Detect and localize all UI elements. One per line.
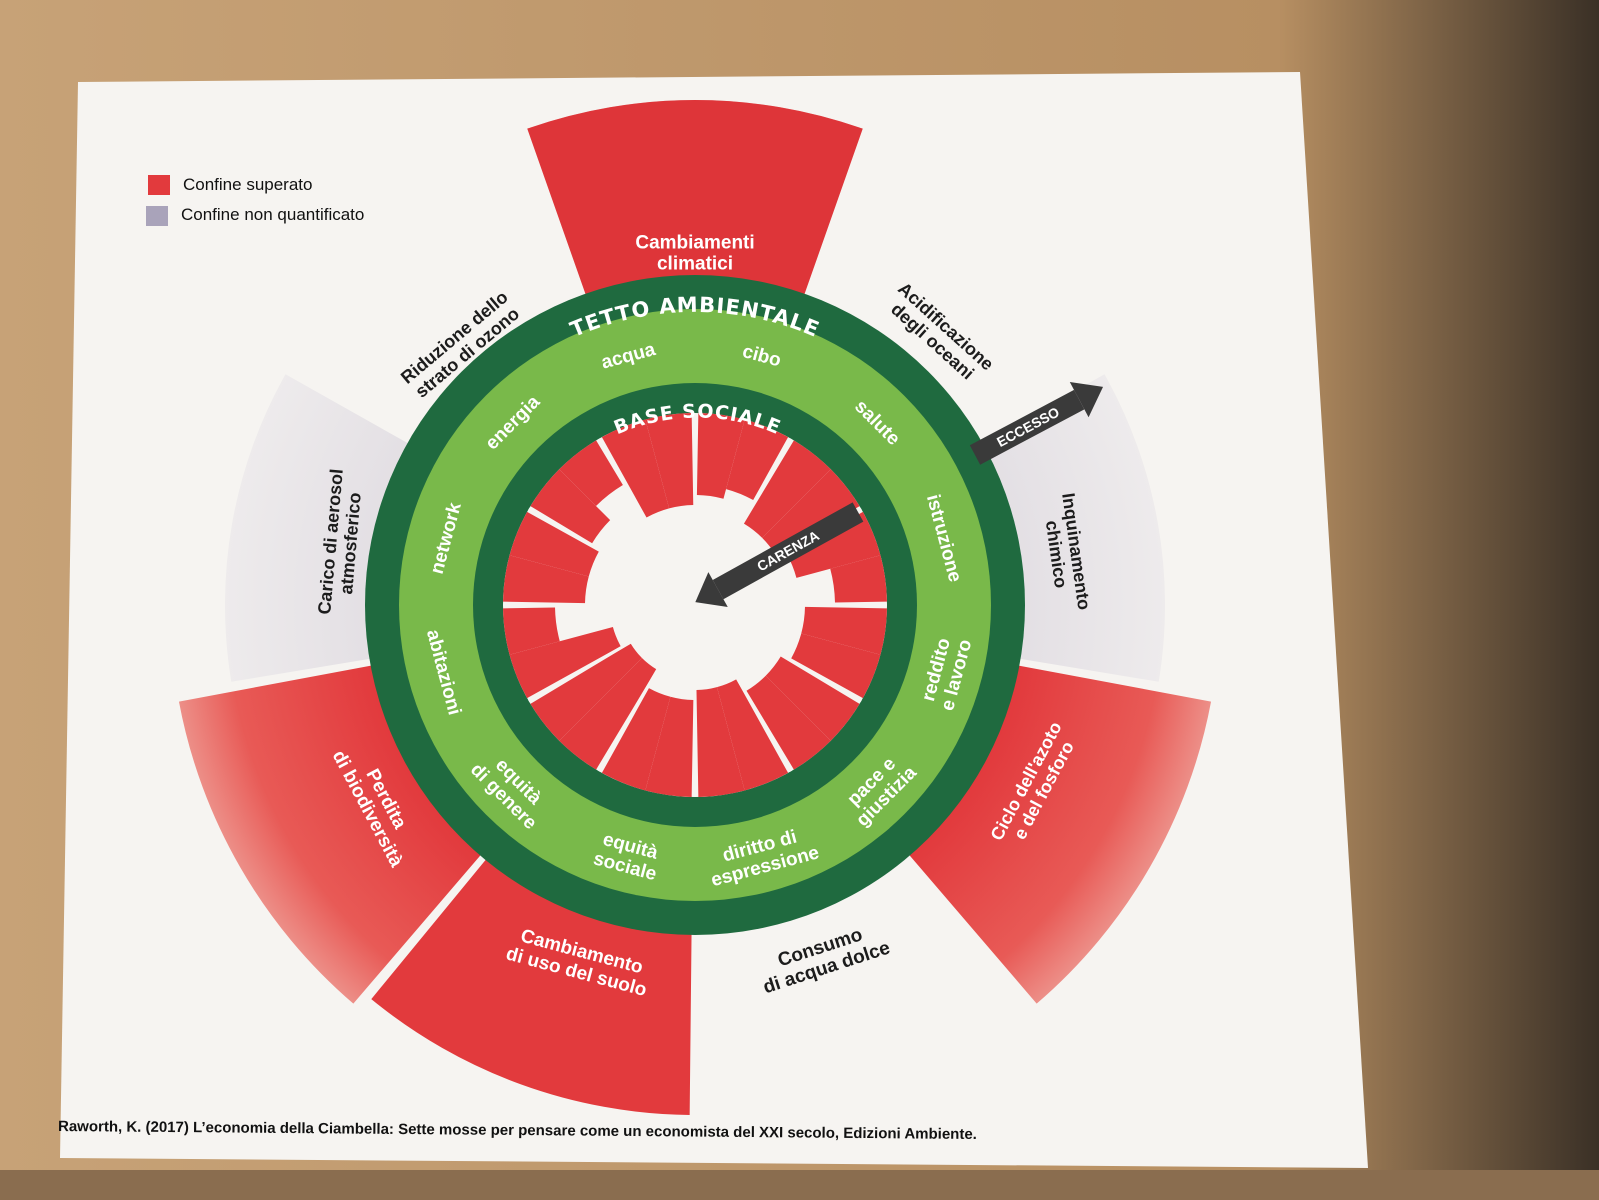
ceiling-label-line: Cambiamenti xyxy=(635,233,754,254)
legend-swatch-exceeded xyxy=(148,175,170,195)
shortfall-wedge xyxy=(746,675,831,770)
shortfall-wedge xyxy=(786,511,881,578)
shortfall-divider xyxy=(597,437,697,606)
shortfall-wedge xyxy=(696,687,745,797)
shortfall-wedge xyxy=(696,413,745,499)
legend-swatch-not-quantified xyxy=(146,206,168,226)
shortfall-wedge xyxy=(801,606,887,655)
shortfall-wedge xyxy=(765,656,860,741)
shortfall-wedge xyxy=(726,419,789,501)
shortfall-wedge xyxy=(503,555,589,604)
ceiling-wedge-biodiversity xyxy=(178,663,487,1004)
shortfall-wedge xyxy=(509,626,621,699)
shortfall-wedge xyxy=(830,555,887,603)
shortfall-divider xyxy=(527,507,696,607)
shortfall-wedge xyxy=(559,440,623,507)
board-edge xyxy=(0,1170,1599,1200)
legend-label-exceeded: Confine superato xyxy=(183,175,312,194)
shortfall-wedge xyxy=(791,633,881,699)
shortfall-wedge xyxy=(601,419,670,518)
shortfall-divider xyxy=(527,603,696,703)
shortfall-wedge xyxy=(503,607,560,655)
legend: Confine superato Confine non quantificat… xyxy=(146,175,364,226)
shortfall-wedge xyxy=(716,679,789,791)
shortfall-divider xyxy=(694,603,863,703)
legend-label-not-quantified: Confine non quantificato xyxy=(181,205,364,224)
ceiling-wedge-climate-shade xyxy=(527,99,863,304)
shortfall-wedges xyxy=(503,413,887,797)
shortfall-divider xyxy=(693,604,793,773)
shortfall-wedge xyxy=(509,511,599,577)
shortfall-wedge xyxy=(645,413,694,509)
shortfall-wedge xyxy=(601,688,671,791)
shortfall-wedge xyxy=(559,658,657,770)
ecological-ceiling-wedges xyxy=(178,99,1212,1115)
shortfall-wedge xyxy=(530,643,642,741)
shortfall-wedge xyxy=(645,696,694,797)
shortfall-wedge xyxy=(530,469,611,544)
ceiling-wedge-nitrogen xyxy=(903,663,1212,1004)
shortfall-wedge xyxy=(762,469,860,557)
shortfall-divider xyxy=(597,604,697,773)
ceiling-label-line: climatici xyxy=(657,254,733,275)
shortfall-wedge xyxy=(743,440,831,538)
ceiling-wedge-climate xyxy=(527,99,863,304)
